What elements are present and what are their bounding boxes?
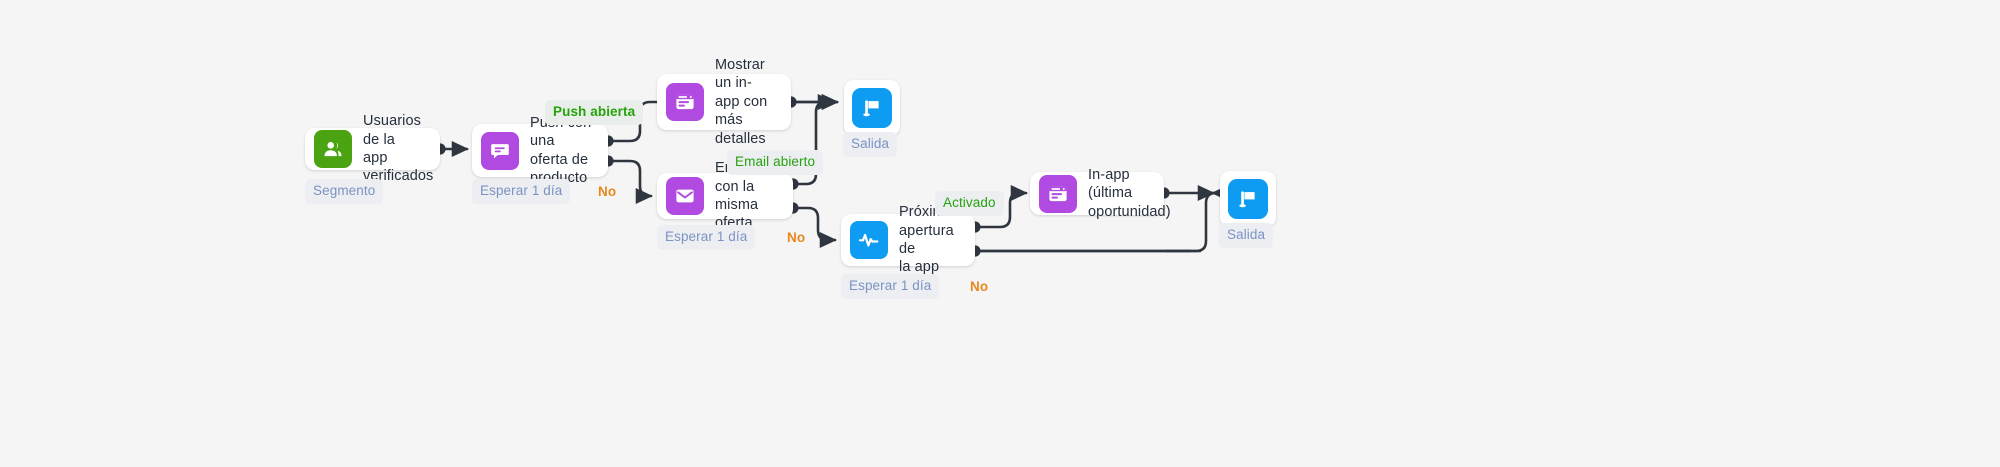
- node-inapp-last-label: In-app (última oportunidad): [1088, 166, 1171, 220]
- in-app-message-icon: [666, 83, 704, 121]
- edge-label-email-abierto: Email abierto: [727, 150, 824, 175]
- node-segment-label: Usuarios de la app verificados: [363, 113, 434, 185]
- flag-icon: [852, 88, 892, 128]
- node-email-wait: Esperar 1 día: [657, 225, 756, 250]
- users-icon: [314, 130, 352, 168]
- node-push[interactable]: Push con una oferta de producto: [472, 115, 608, 186]
- in-app-message-icon: [1039, 174, 1077, 213]
- activity-pulse-icon: [850, 221, 888, 259]
- node-exit-bottom-sublabel: Salida: [1219, 223, 1274, 248]
- edge-label-email-no: No: [787, 230, 806, 245]
- edge-label-push-no: No: [598, 184, 617, 199]
- node-segment-sublabel: Segmento: [305, 179, 384, 204]
- node-app-open-wait: Esperar 1 día: [841, 274, 940, 299]
- envelope-icon: [666, 177, 704, 215]
- edge-label-app-no: No: [970, 279, 989, 294]
- node-exit-bottom[interactable]: [1220, 171, 1276, 227]
- node-exit-top-sublabel: Salida: [843, 132, 898, 157]
- edge-label-activado: Activado: [935, 191, 1004, 216]
- node-app-open[interactable]: Próxima apertura de la app: [841, 204, 975, 275]
- node-inapp-last[interactable]: In-app (última oportunidad): [1030, 167, 1171, 220]
- edge-label-push-abierta: Push abierta: [545, 100, 644, 125]
- node-inapp-details[interactable]: Mostrar un in- app con más detalles: [657, 57, 791, 147]
- flag-icon: [1228, 179, 1268, 219]
- node-exit-top[interactable]: [844, 80, 900, 136]
- node-push-label: Push con una oferta de producto: [530, 115, 591, 186]
- node-inapp-details-label: Mostrar un in- app con más detalles: [715, 56, 768, 147]
- node-push-wait: Esperar 1 día: [472, 179, 571, 204]
- push-message-icon: [481, 131, 519, 170]
- node-email[interactable]: Email con la misma oferta: [657, 160, 793, 231]
- edge-appopen-exit2-final: [1164, 184, 1229, 253]
- node-segment[interactable]: Usuarios de la app verificados: [305, 113, 440, 184]
